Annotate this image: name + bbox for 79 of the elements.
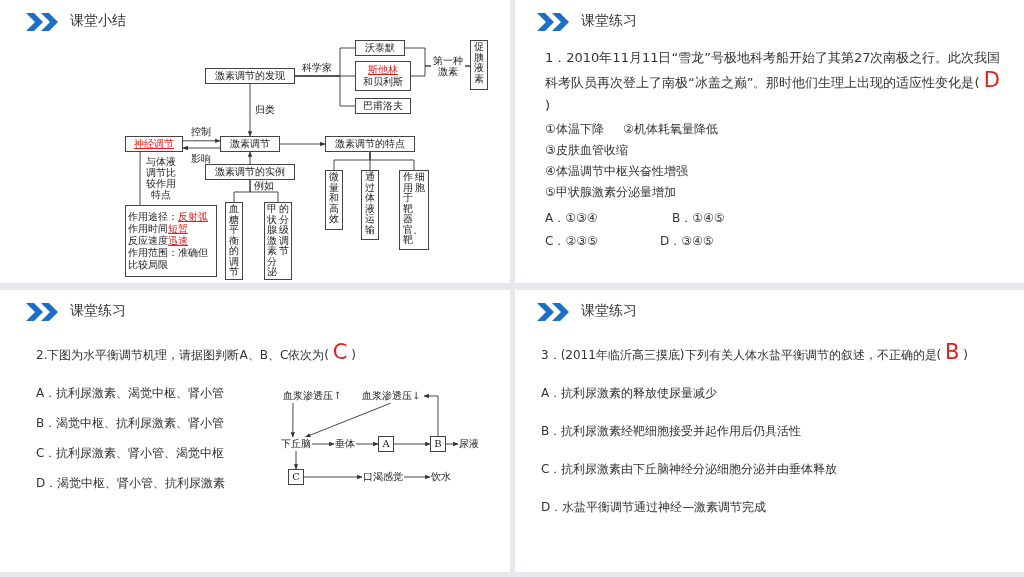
node-text: 作用范围：准确但比较局限 — [128, 247, 209, 271]
concept-box — [288, 469, 304, 485]
node-text: B — [434, 438, 442, 450]
vertical-text: 通过体液运输 — [365, 172, 375, 236]
option-text: B．抗利尿激素经靶细胞接受并起作用后仍具活性 — [541, 423, 802, 440]
option-text: B．渴觉中枢、抗利尿激素、肾小管 — [36, 415, 225, 432]
node-text: 口渴感觉 — [363, 471, 403, 483]
option-text: ①体温下降 — [545, 121, 604, 138]
option-text: A．抗利尿激素、渴觉中枢、肾小管 — [36, 385, 225, 402]
option-text: C．抗利尿激素由下丘脑神经分泌细胞分泌并由垂体释放 — [541, 461, 838, 478]
option-text: D．渴觉中枢、肾小管、抗利尿激素 — [36, 475, 226, 492]
option-text: B．①④⑤ — [672, 210, 725, 227]
section-title: 课堂练习 — [70, 302, 126, 320]
node-text: 激素调节的发现 — [215, 70, 285, 82]
node-text: 血浆渗透压↑ — [283, 390, 342, 402]
concept-box — [430, 436, 446, 452]
question-text: 3．(2011年临沂高三摸底)下列有关人体水盐平衡调节的叙述，不正确的是( B ) — [541, 340, 968, 366]
section-title: 课堂练习 — [581, 302, 637, 320]
concept-box — [355, 40, 405, 56]
node-text: C — [292, 471, 300, 483]
concept-box — [225, 202, 243, 280]
concept-box — [355, 61, 411, 91]
edge-label: 归类 — [254, 104, 276, 115]
node-text: 反应速度迅速 — [128, 235, 188, 247]
option-text: D．③④⑤ — [660, 233, 714, 250]
option-text: A．抗利尿激素的释放使尿量减少 — [541, 385, 718, 402]
option-text: ③皮肤血管收缩 — [545, 142, 628, 159]
option-text: ④体温调节中枢兴奋性增强 — [545, 163, 688, 180]
node-text: 饮水 — [431, 471, 451, 483]
node-text: 垂体 — [335, 438, 355, 450]
edge-label: 与体液调节比较作用特点 — [144, 156, 178, 200]
concept-box — [220, 136, 280, 152]
concept-box — [355, 98, 411, 114]
question-text: 1．2010年11月11日“雪龙”号极地科考船开始了其第27次南极之行。此次我国科考队员再次登上了南极“冰盖之巅”。那时他们生理上出现的适应性变化是( D ) — [545, 49, 1002, 115]
option-text: ②机体耗氧量降低 — [623, 121, 718, 138]
node-text: 下丘脑 — [281, 438, 311, 450]
section-title: 课堂练习 — [581, 12, 637, 30]
node-text: 和贝利斯 — [363, 76, 403, 88]
option-text: ⑤甲状腺激素分泌量增加 — [545, 184, 676, 201]
concept-box — [470, 40, 488, 90]
concept-box — [361, 170, 379, 240]
option-text: C．②③⑤ — [545, 233, 598, 250]
option-text: A．①③④ — [545, 210, 598, 227]
node-text: A — [382, 438, 390, 450]
section-title: 课堂小结 — [70, 12, 126, 30]
vertical-text: 作用于靶器官、靶细胞 — [403, 172, 425, 246]
connector-line — [139, 151, 141, 206]
connector-line — [249, 179, 279, 203]
node-text: 斯他林 — [368, 64, 398, 76]
vertical-text: 微量和高效 — [329, 172, 339, 226]
node-text: 作用时间短暂 — [128, 223, 188, 235]
node-text: 巴甫洛夫 — [363, 100, 403, 112]
node-text: 作用途径：反射弧 — [128, 211, 208, 223]
edge-label: 第一种激素 — [431, 55, 465, 77]
vertical-text: 甲状腺激素分泌的分级调节 — [267, 204, 289, 278]
vertical-text: 血糖平衡的调节 — [229, 204, 239, 278]
concept-box — [125, 136, 183, 152]
edge-label: 影响 — [189, 153, 213, 164]
concept-box — [125, 205, 217, 277]
question-text: 2.下图为水平衡调节机理，请据图判断A、B、C依次为( C ) — [36, 340, 356, 366]
edge-label: 例如 — [253, 180, 275, 191]
node-text: 激素调节的实例 — [215, 166, 285, 178]
connector-line — [369, 151, 415, 171]
concept-box — [325, 170, 343, 230]
node-text: 血浆渗透压↓ — [361, 390, 421, 402]
connector-line — [294, 75, 356, 107]
vertical-text: 促胰液素 — [474, 42, 484, 86]
option-text: D．水盐平衡调节通过神经—激素调节完成 — [541, 499, 767, 516]
concept-box — [378, 436, 394, 452]
node-text: 尿液 — [459, 438, 479, 450]
concept-box — [205, 68, 295, 84]
node-text: 激素调节的特点 — [335, 138, 405, 150]
node-text: 神经调节 — [134, 138, 174, 150]
option-text: C．抗利尿激素、肾小管、渴觉中枢 — [36, 445, 225, 462]
node-text: 沃泰默 — [365, 42, 395, 54]
node-text: 激素调节 — [230, 138, 270, 150]
edge-label: 控制 — [189, 126, 213, 137]
concept-box — [325, 136, 415, 152]
concept-box — [205, 164, 295, 180]
